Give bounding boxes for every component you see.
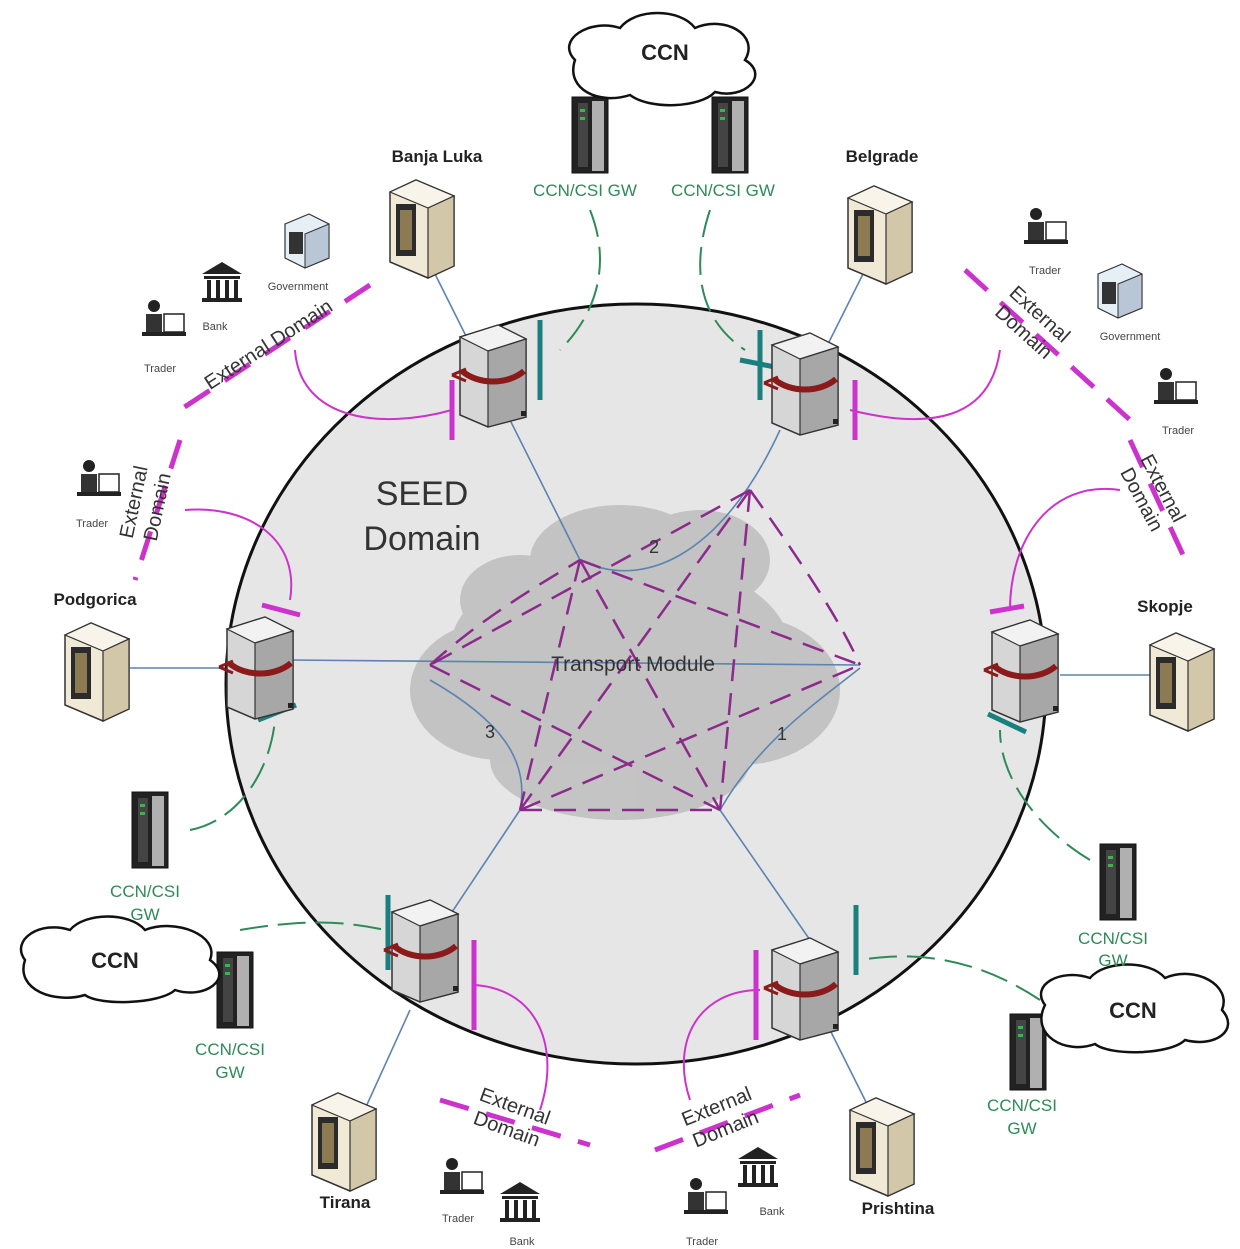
trader-icon-e	[1153, 367, 1199, 405]
trader-icon-ne	[1023, 207, 1069, 245]
gateway-label-5a: CCN/CSI	[1078, 929, 1148, 948]
seed-node-banja-luka	[452, 325, 526, 427]
gateway-links	[189, 209, 1091, 1001]
seed-node-skopje	[984, 620, 1058, 722]
path-number-3: 3	[485, 722, 495, 742]
seed-domain-label-2: Domain	[363, 520, 480, 558]
gateway-tower-1	[571, 96, 609, 174]
ccn-cloud-right	[1039, 963, 1230, 1054]
cabinet-belgrade	[847, 185, 913, 285]
gateway-tower-6	[1009, 1013, 1047, 1091]
gateway-label-3b: GW	[130, 905, 159, 924]
city-label-prishtina: Prishtina	[862, 1199, 935, 1218]
transport-paths	[429, 488, 862, 812]
city-label-tirana: Tirana	[320, 1193, 371, 1212]
city-label-belgrade: Belgrade	[846, 147, 919, 166]
cabinet-banja-luka	[389, 179, 455, 279]
path-number-2: 2	[649, 537, 659, 557]
gateway-label-4a: CCN/CSI	[195, 1040, 265, 1059]
bank-label-s2: Bank	[759, 1206, 785, 1218]
government-icon-nw	[284, 213, 330, 269]
seed-node-podgorica	[219, 617, 293, 719]
path-number-1: 1	[777, 724, 787, 744]
trader-label-w: Trader	[76, 518, 108, 530]
trader-icon-s1	[439, 1157, 485, 1195]
ccn-label-left: CCN	[91, 948, 139, 973]
city-label-podgorica: Podgorica	[53, 590, 137, 609]
trader-label-s1: Trader	[442, 1213, 474, 1225]
gateway-label-3a: CCN/CSI	[110, 882, 180, 901]
cabinet-podgorica	[64, 622, 130, 722]
trader-icon-s2	[683, 1177, 729, 1215]
seed-node-prishtina	[764, 938, 838, 1040]
bank-icon-s1	[500, 1182, 540, 1222]
ccn-cloud-left	[19, 915, 221, 1004]
government-label-nw: Government	[268, 281, 329, 293]
government-icon-ne	[1097, 263, 1143, 319]
gateway-label-1: CCN/CSI GW	[533, 181, 637, 200]
seed-node-tirana	[384, 900, 458, 1002]
ccn-label-right: CCN	[1109, 998, 1157, 1023]
cabinet-tirana	[311, 1092, 377, 1192]
bank-label-nw: Bank	[202, 321, 228, 333]
seed-domain-label-1: SEED	[376, 475, 469, 513]
gateway-label-2: CCN/CSI GW	[671, 181, 775, 200]
bank-label-s1: Bank	[509, 1236, 535, 1248]
external-domain-links	[184, 349, 1121, 1111]
city-label-banja-luka: Banja Luka	[392, 147, 483, 166]
trader-label-ne: Trader	[1029, 265, 1061, 277]
trader-label-nw: Trader	[144, 363, 176, 375]
external-domain-label-nw: External Domain	[201, 295, 337, 394]
external-domain-label-s1: External Domain	[470, 1084, 553, 1152]
gateway-tower-3	[131, 791, 169, 869]
city-label-skopje: Skopje	[1137, 597, 1193, 616]
gateway-label-6a: CCN/CSI	[987, 1096, 1057, 1115]
trader-label-e: Trader	[1162, 425, 1194, 437]
gateway-label-6b: GW	[1007, 1119, 1036, 1138]
cabinet-skopje	[1149, 632, 1215, 732]
external-domain-label-e: External Domain	[1115, 451, 1189, 535]
government-label-ne: Government	[1100, 331, 1161, 343]
gateway-tower-4	[216, 951, 254, 1029]
cabinet-prishtina	[849, 1097, 915, 1197]
trader-label-s2: Trader	[686, 1236, 718, 1248]
bank-icon-nw	[202, 262, 242, 302]
external-domain-label-w: External Domain	[116, 464, 176, 543]
trader-icon-nw	[141, 299, 187, 337]
gateway-tower-2	[711, 96, 749, 174]
external-domain-label-ne: External Domain	[990, 282, 1074, 364]
gateway-label-5b: GW	[1098, 951, 1127, 970]
gateway-label-4b: GW	[215, 1063, 244, 1082]
external-domain-label-s2: External Domain	[679, 1083, 762, 1152]
bank-icon-s2	[738, 1147, 778, 1187]
transport-module-label: Transport Module	[551, 653, 715, 676]
trader-icon-w	[76, 459, 122, 497]
ccn-label-top: CCN	[641, 40, 689, 65]
gateway-tower-5	[1099, 843, 1137, 921]
external-domain-boundaries	[132, 268, 1193, 1153]
seed-node-belgrade	[764, 333, 838, 435]
ccn-cloud-top	[567, 11, 757, 107]
